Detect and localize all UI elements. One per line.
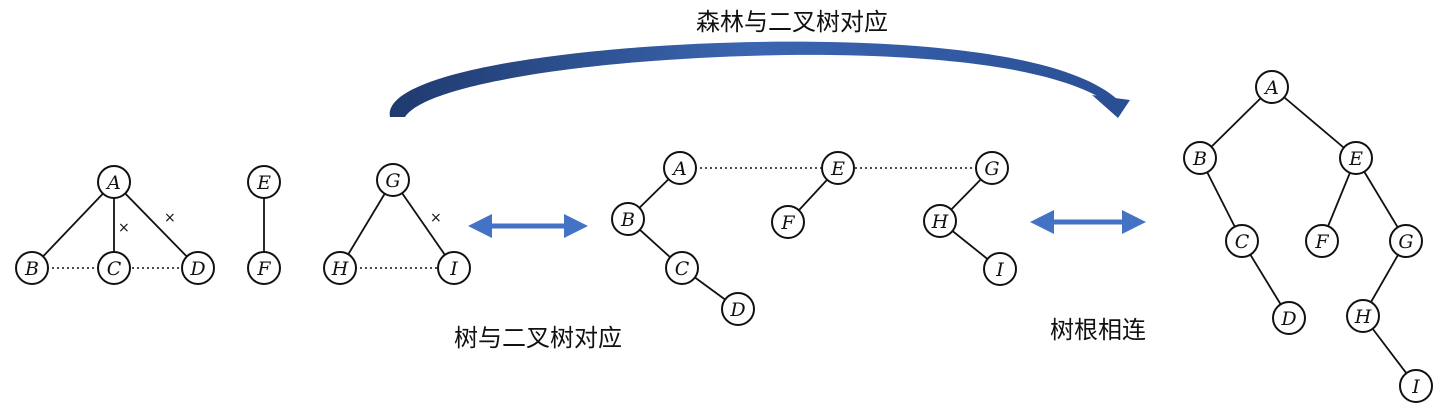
node-label: F [256,258,271,280]
node-label: G [984,158,999,180]
node-label: B [1192,148,1207,170]
node-label: A [671,158,687,180]
node-label: F [1314,231,1329,253]
node-label: H [1354,306,1372,328]
node-label: D [1280,308,1296,330]
node-B: B [611,202,645,236]
node-label: H [331,258,349,280]
node-E: E [247,165,281,199]
caption-join-roots: 树根相连 [1050,316,1146,344]
node-label: E [1348,148,1363,170]
node-label: F [780,212,795,234]
node-F: F [1305,224,1339,258]
node-A: A [1255,70,1289,104]
node-D: D [1272,301,1306,335]
node-G: G [376,163,410,197]
node-label: E [830,158,845,180]
node-C: C [665,251,699,285]
node-H: H [923,204,957,238]
node-D: D [181,251,215,285]
node-C: C [97,251,131,285]
cut-mark: × [430,210,442,226]
node-label: D [189,258,205,280]
node-label: G [385,170,400,192]
node-label: D [729,299,745,321]
double-arrow-right [1030,210,1146,234]
node-label: G [1398,231,1413,253]
node-I: I [437,251,471,285]
node-label: A [1263,77,1279,99]
node-label: C [675,258,690,280]
edge-A-E [1271,86,1357,159]
node-A: A [97,165,131,199]
node-label: I [449,258,458,280]
node-I: I [983,252,1017,286]
node-I: I [1399,369,1433,403]
node-label: C [1235,231,1250,253]
cut-mark: × [118,220,130,236]
caption-tree-to-binary: 树与二叉树对应 [454,324,622,352]
trees-converted: A B C D E F G H I [611,151,1017,326]
node-B: B [1183,141,1217,175]
node-D: D [721,292,755,326]
forest-to-binary-curved-arrow [389,41,1130,118]
node-H: H [323,251,357,285]
node-label: A [105,172,121,194]
final-binary-tree: A B C D E F G H I [1183,70,1433,403]
cut-mark: × [164,210,176,226]
node-label: B [24,258,39,280]
node-C: C [1225,224,1259,258]
forest-original: × × × A B C D E F G H I [15,163,471,285]
node-label: E [256,172,271,194]
double-arrow-left [468,214,588,238]
node-E: E [821,151,855,185]
node-G: G [1389,224,1423,258]
node-F: F [771,205,805,239]
edge-A-D [113,181,199,269]
node-label: I [1411,376,1420,398]
node-label: B [620,209,635,231]
node-G: G [975,151,1009,185]
node-A: A [663,151,697,185]
node-label: I [995,259,1004,281]
node-H: H [1346,299,1380,333]
caption-forest-to-binary: 森林与二叉树对应 [696,8,888,36]
node-B: B [15,251,49,285]
node-E: E [1339,141,1373,175]
node-label: H [931,211,949,233]
edge-G-H [339,179,394,269]
node-label: C [107,258,122,280]
node-F: F [247,251,281,285]
edge-G-I [392,179,455,269]
edge-A-B [31,181,115,269]
